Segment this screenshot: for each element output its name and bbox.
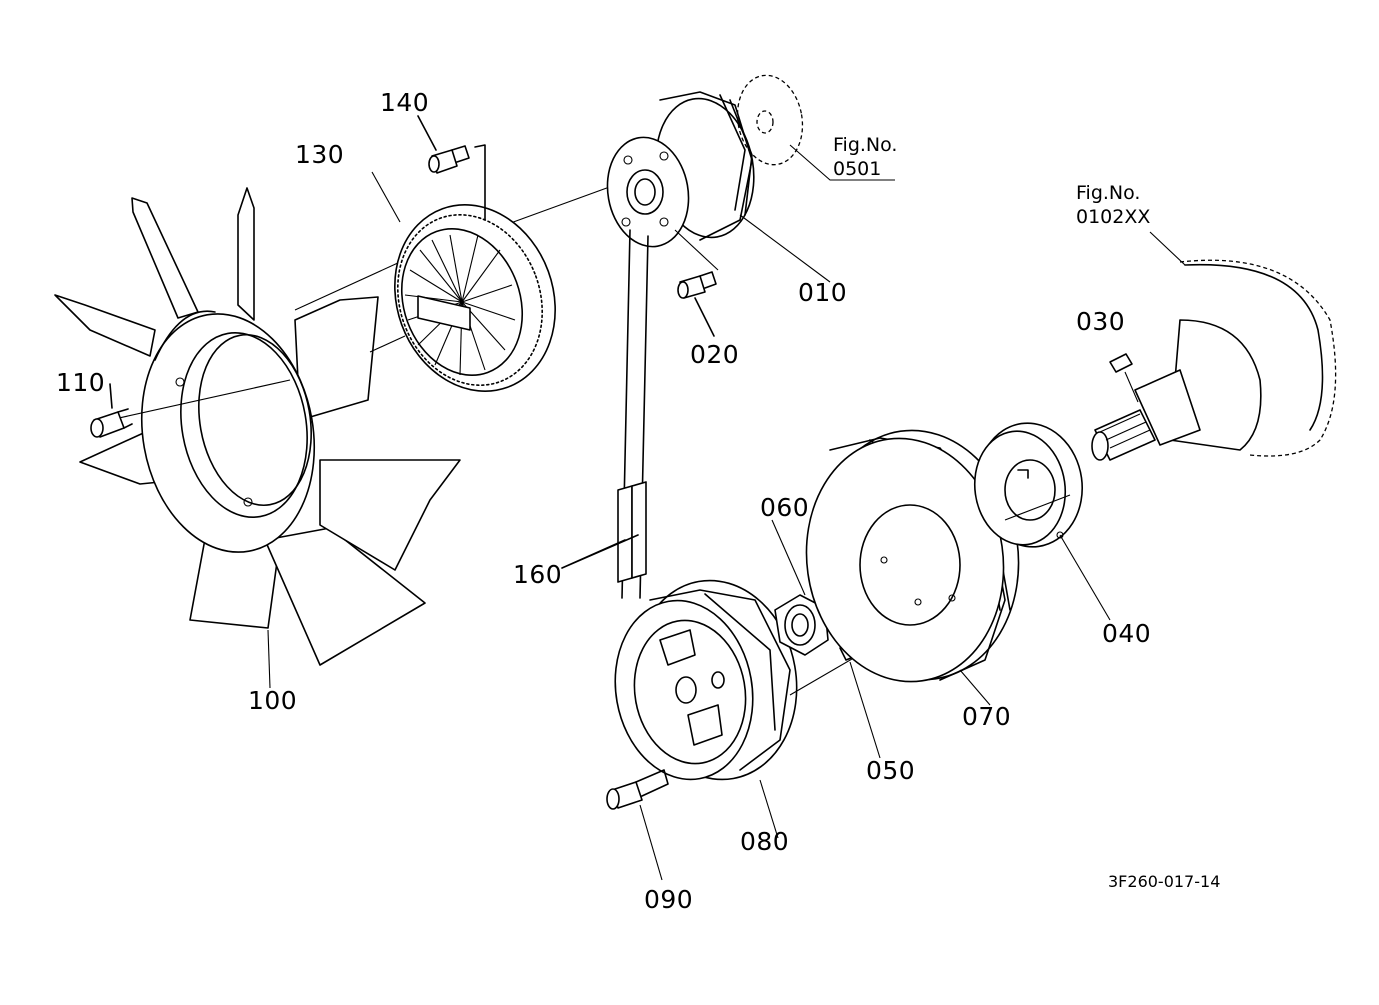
crank-pulley-icon [614,569,1006,839]
label-110: 110 [56,368,106,397]
crankshaft-icon [1091,231,1337,461]
label-100: 100 [248,686,298,715]
bolt-icon [90,383,133,438]
fig-ref-0102xx: Fig.No. 0102XX [1076,182,1150,230]
water-pump-pulley-icon [606,74,895,283]
leader-130 [371,171,401,223]
label-020: 020 [690,340,740,369]
drawing-code: 3F260-017-14 [1108,872,1221,891]
fig-ref-0102xx-line2: 0102XX [1076,205,1151,228]
label-070: 070 [962,702,1012,731]
label-080: 080 [740,827,790,856]
fan-icon [54,187,461,689]
label-040: 040 [1102,619,1152,648]
label-010: 010 [798,278,848,307]
fan-drive-icon [394,144,556,392]
label-160: 160 [513,560,563,589]
bolt-icon [674,229,719,337]
hub-icon [973,422,1111,621]
v-belt-icon [561,229,649,599]
damper-ring-icon [805,429,1020,706]
label-140: 140 [380,88,430,117]
label-130: 130 [295,140,345,169]
label-050: 050 [866,756,916,785]
label-090: 090 [644,885,694,914]
label-060: 060 [760,493,810,522]
bolt-icon [417,115,470,174]
fig-ref-0501: Fig.No. 0501 [833,134,897,182]
fig-ref-0501-line1: Fig.No. [833,134,898,156]
label-030: 030 [1076,307,1126,336]
key-icon [1109,353,1139,403]
fig-ref-0501-line2: 0501 [833,157,882,180]
fig-ref-0102xx-line1: Fig.No. [1076,182,1141,204]
bolt-icon [606,769,669,881]
